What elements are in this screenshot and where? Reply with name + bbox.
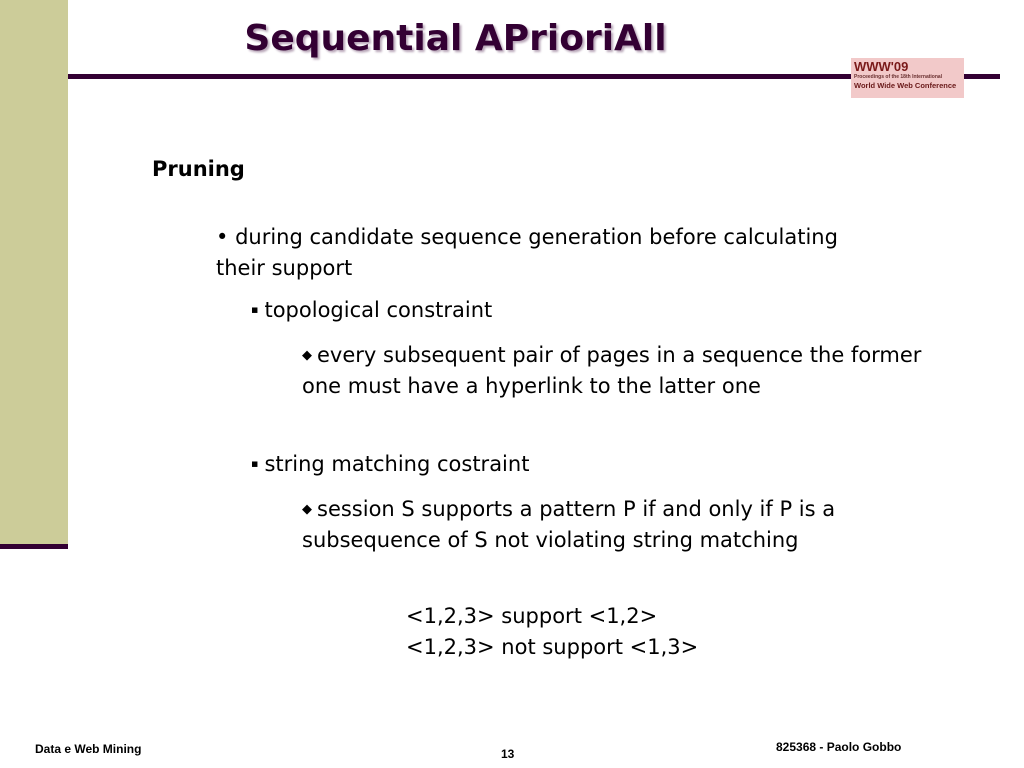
conference-logo: WWW'09 Proceedings of the 18th Internati… bbox=[851, 58, 964, 98]
bullet-level3: ◆every subsequent pair of pages in a seq… bbox=[302, 340, 942, 402]
bullet-text: every subsequent pair of pages in a sequ… bbox=[302, 343, 922, 398]
sidebar-divider bbox=[0, 544, 68, 549]
bullet-text: topological constraint bbox=[264, 298, 493, 322]
example-line: <1,2,3> support <1,2> bbox=[406, 604, 658, 628]
sidebar-decoration bbox=[0, 0, 68, 548]
bullet-level2: ▪ string matching costraint bbox=[251, 448, 891, 480]
diamond-bullet-icon: ◆ bbox=[302, 348, 312, 363]
bullet-dot-icon: • bbox=[216, 225, 229, 249]
bullet-level1: • during candidate sequence generation b… bbox=[216, 222, 856, 284]
title-divider bbox=[68, 74, 1000, 79]
slide-title: Sequential APrioriAll bbox=[244, 18, 667, 59]
logo-main-text: WWW'09 bbox=[854, 59, 909, 74]
footer-author: 825368 - Paolo Gobbo bbox=[776, 740, 902, 754]
bullet-level2: ▪ topological constraint bbox=[251, 294, 891, 326]
footer-page-number: 13 bbox=[501, 747, 515, 761]
section-heading: Pruning bbox=[152, 157, 245, 181]
logo-conference-name: World Wide Web Conference bbox=[854, 81, 957, 90]
bullet-text: string matching costraint bbox=[264, 452, 530, 476]
logo-subtitle: Proceedings of the 18th International bbox=[854, 74, 943, 80]
diamond-bullet-icon: ◆ bbox=[302, 502, 312, 517]
bullet-text: session S supports a pattern P if and on… bbox=[302, 497, 836, 552]
square-bullet-icon: ▪ bbox=[251, 303, 259, 316]
bullet-text: during candidate sequence generation bef… bbox=[216, 225, 838, 280]
footer-course-name: Data e Web Mining bbox=[35, 742, 142, 756]
example-line: <1,2,3> not support <1,3> bbox=[406, 635, 699, 659]
square-bullet-icon: ▪ bbox=[251, 457, 259, 470]
bullet-level3: ◆session S supports a pattern P if and o… bbox=[302, 494, 942, 556]
